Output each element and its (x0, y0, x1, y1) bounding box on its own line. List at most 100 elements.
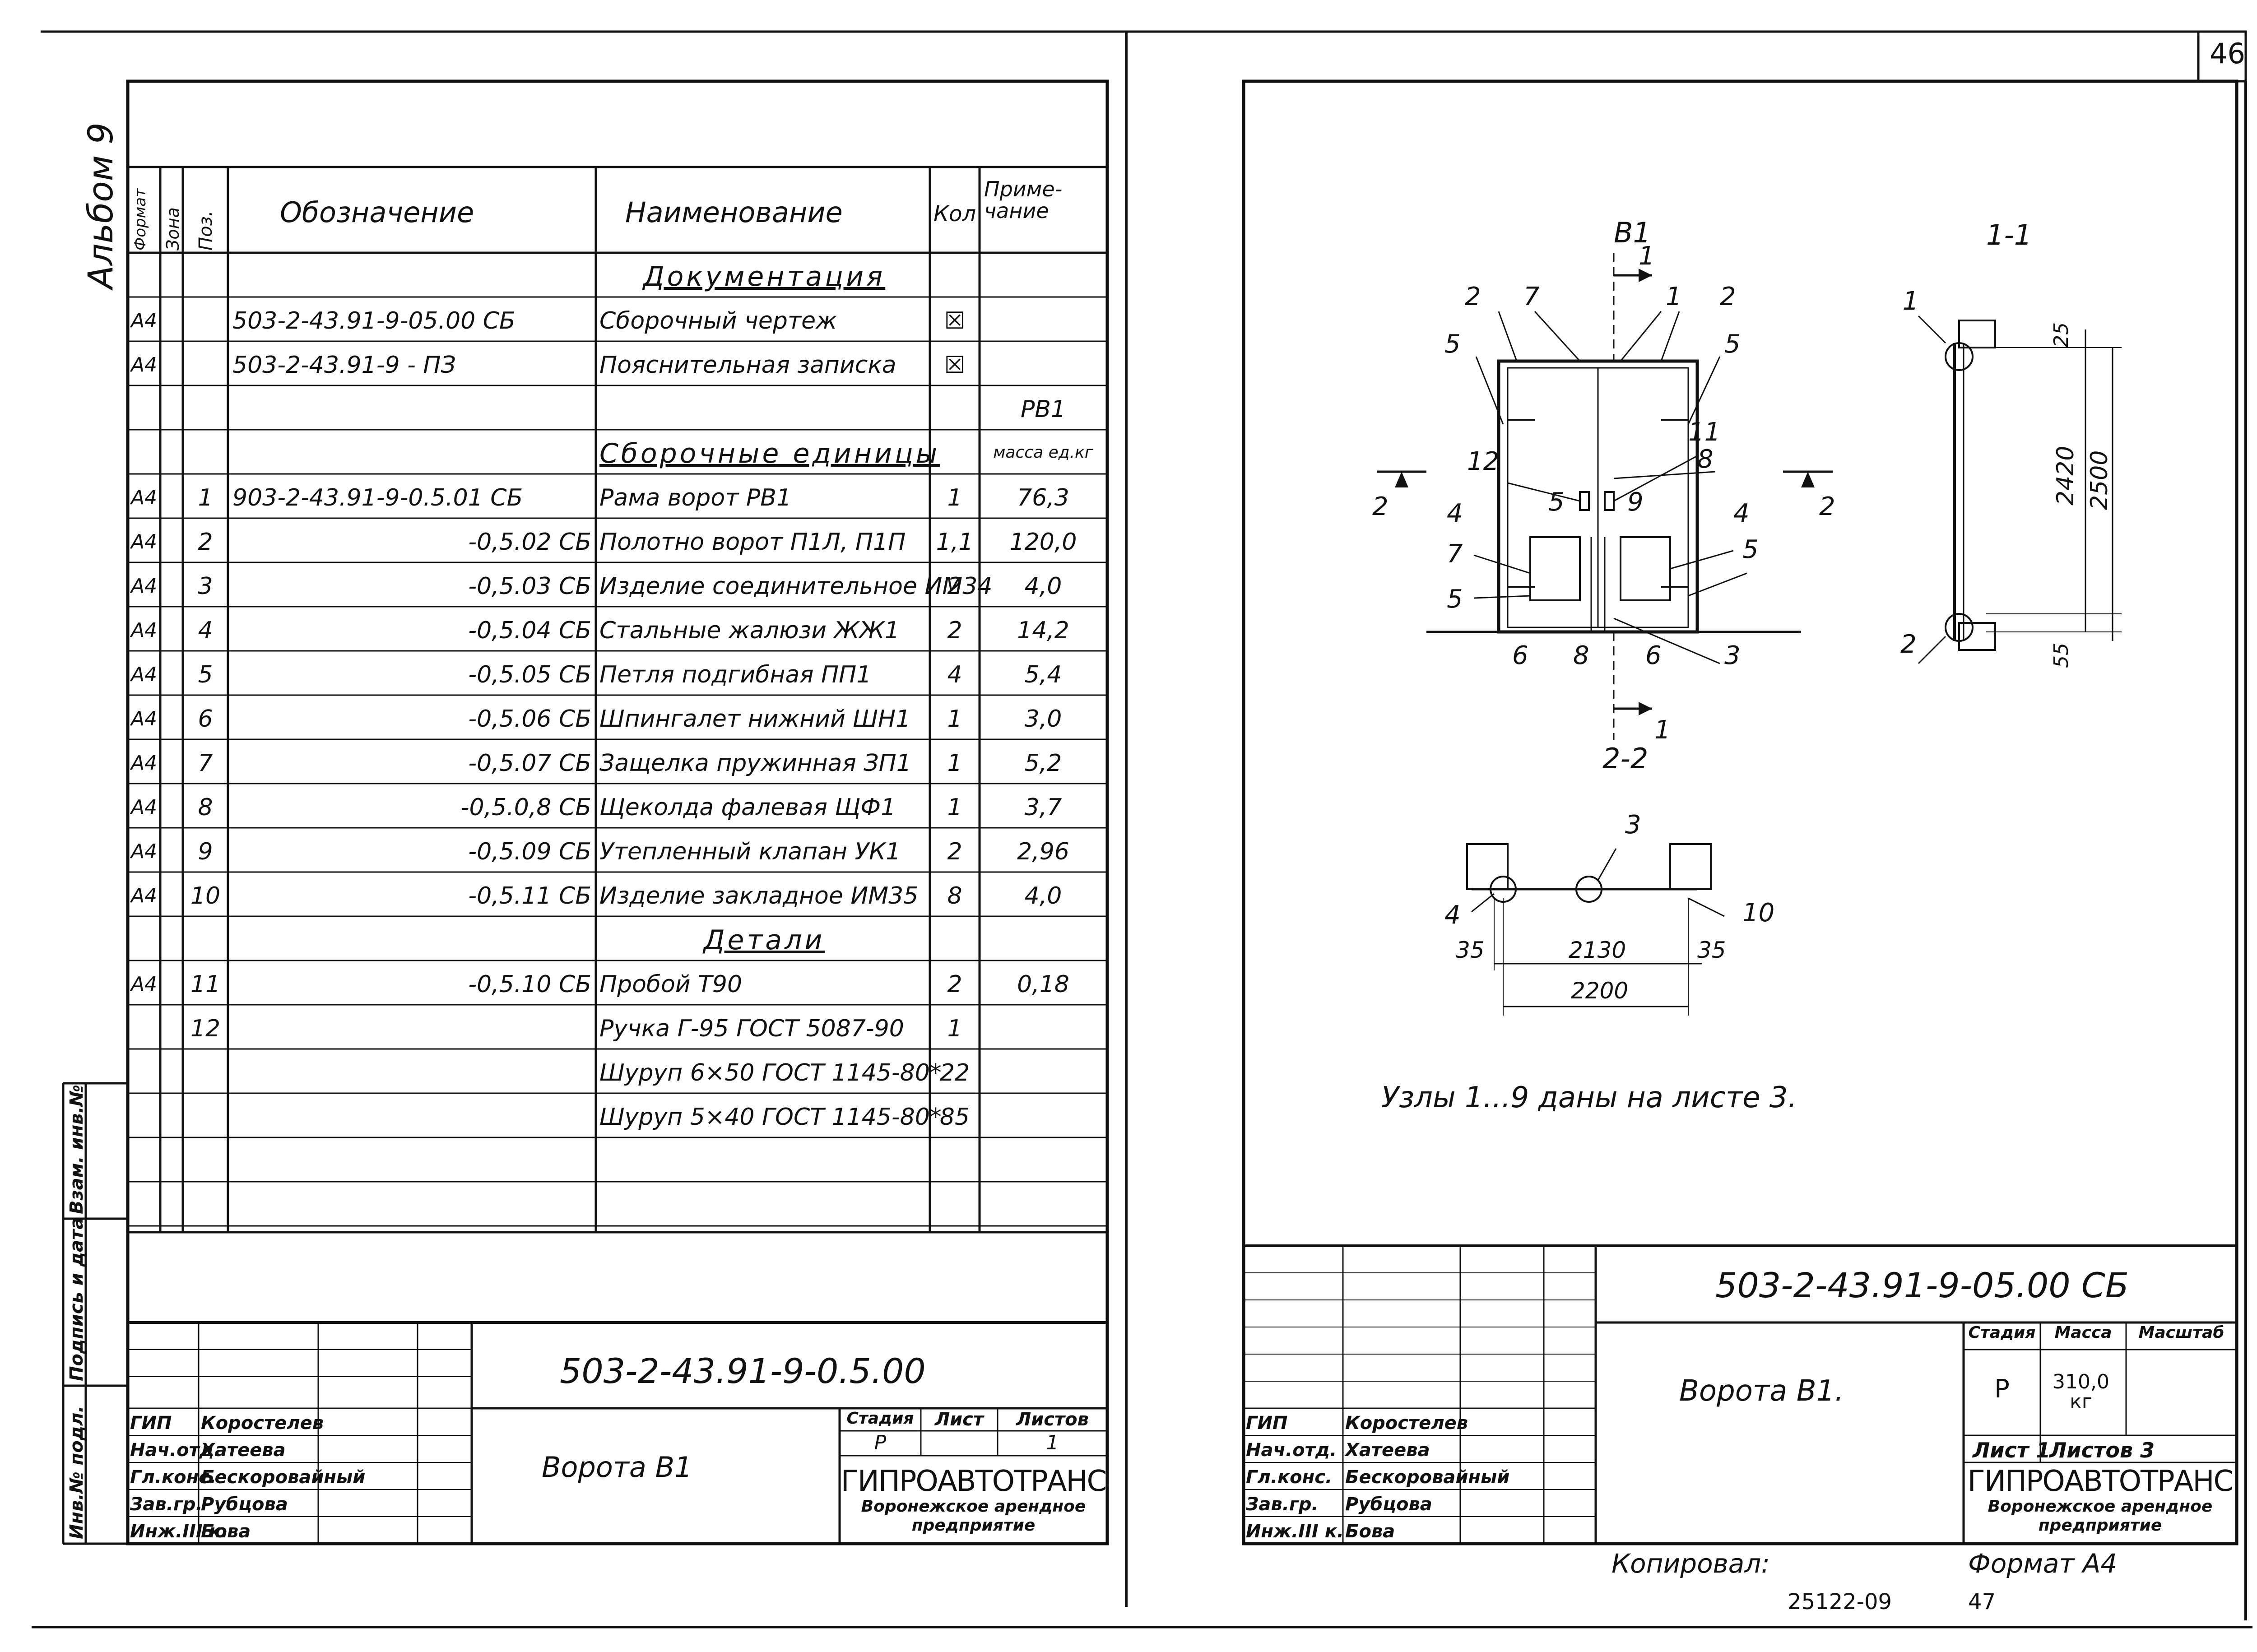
spec-cell-fmt: А4 (131, 486, 158, 509)
signature-name: Хатеева (1345, 1440, 1430, 1461)
spec-cell-note: РВ1 (1020, 396, 1066, 423)
spec-cell-des: -0,5.03 СБ (468, 573, 591, 600)
callout-5d: 5 (1742, 535, 1759, 564)
spec-cell-des: -0,5.05 СБ (468, 661, 591, 688)
dim-2420: 2420 (2052, 445, 2079, 506)
callout-5b: 5 (1724, 329, 1741, 359)
right-doc-title: Ворота В1. (1679, 1374, 1844, 1408)
signature-role: Нач.отд. (1246, 1440, 1337, 1461)
dim-35a: 35 (1456, 937, 1485, 963)
left-stage-header: Стадия (846, 1409, 914, 1428)
spec-cell-des: 503-2-43.91-9 - ПЗ (232, 352, 456, 379)
signature-name: Бова (1345, 1521, 1395, 1542)
spec-cell-note: 4,0 (1024, 573, 1062, 600)
signature-name: Коростелев (201, 1413, 324, 1434)
spec-cell-qty: ☒ (944, 352, 966, 379)
right-stage-header: Стадия (1968, 1323, 2036, 1342)
header-designation: Обозначение (280, 196, 474, 229)
view-11-label: 1-1 (1986, 218, 2032, 251)
left-sheets-header: Листов (1016, 1409, 1089, 1430)
spec-cell-note: 3,0 (1024, 705, 1062, 733)
spec-cell-name: Изделие закладное ИМ35 (599, 882, 919, 910)
spec-cell-name: Детали (703, 924, 825, 956)
spec-cell-note: 5,4 (1024, 661, 1062, 688)
spec-cell-fmt: А4 (131, 619, 158, 642)
spec-cell-des: -0,5.06 СБ (468, 705, 591, 733)
spec-cell-pos: 9 (198, 838, 213, 865)
spec-cell-name: Утепленный клапан УК1 (599, 838, 901, 865)
left-sheets: 1 (1046, 1431, 1059, 1454)
spec-cell-name: Шуруп 5×40 ГОСТ 1145-80* (599, 1104, 942, 1131)
signature-name: Бескоровайный (201, 1467, 366, 1488)
callout-9: 9 (1627, 487, 1644, 517)
spec-cell-note: 4,0 (1024, 882, 1062, 910)
spec-cell-qty: 1 (947, 750, 962, 777)
header-format: Формат (131, 188, 149, 251)
spec-cell-note: 5,2 (1024, 750, 1062, 777)
spec-cell-qty: 1 (947, 1015, 962, 1042)
callout-5a: 5 (1444, 329, 1461, 359)
spec-cell-name: Пояснительная записка (599, 352, 896, 379)
left-org-2: Воронежское арендное (861, 1497, 1086, 1516)
left-org-1: ГИПРОАВТОТРАНС (841, 1465, 1107, 1498)
spec-cell-note: 76,3 (1017, 484, 1069, 511)
spec-cell-fmt: А4 (131, 663, 158, 686)
spec-cell-pos: 2 (198, 529, 213, 556)
spec-cell-pos: 6 (198, 705, 213, 733)
spec-cell-name: Шуруп 6×50 ГОСТ 1145-80* (599, 1059, 942, 1086)
side-stamp-podp: Подпись и дата (66, 1217, 87, 1381)
signature-role: Инж.III к. (130, 1521, 228, 1542)
spec-cell-qty: 85 (939, 1104, 970, 1131)
right-doc-code: 503-2-43.91-9-05.00 СБ (1715, 1265, 2129, 1305)
spec-cell-name: Петля подгибная ПП1 (599, 661, 872, 688)
spec-cell-fmt: А4 (131, 309, 158, 332)
spec-cell-name: Ручка Г-95 ГОСТ 5087-90 (599, 1015, 904, 1042)
spec-cell-des: 503-2-43.91-9-05.00 СБ (232, 307, 515, 334)
callout-4-plan: 4 (1444, 900, 1461, 930)
dim-2130: 2130 (1569, 937, 1626, 963)
spec-cell-pos: 12 (190, 1015, 221, 1042)
spec-cell-des: -0,5.07 СБ (468, 750, 591, 777)
right-mass: 310,0 кг (2053, 1370, 2109, 1413)
spec-cell-name: Шпингалет нижний ШН1 (599, 705, 911, 733)
spec-cell-pos: 1 (198, 484, 213, 511)
right-stage: Р (1994, 1374, 2010, 1404)
spec-cell-fmt: А4 (131, 884, 158, 907)
signature-role: Инж.III к. (1246, 1521, 1344, 1542)
spec-cell-qty: 2 (947, 838, 962, 865)
signature-name: Рубцова (1345, 1494, 1432, 1515)
spec-cell-name: Щеколда фалевая ЩФ1 (599, 794, 896, 821)
signature-role: ГИП (130, 1413, 172, 1434)
callout-3-plan: 3 (1625, 810, 1641, 840)
header-note: Приме- чание (984, 177, 1063, 223)
signature-role: Гл.конс. (1246, 1467, 1333, 1488)
section-2-left: 2 (1372, 492, 1389, 521)
spec-cell-note: 14,2 (1017, 617, 1069, 644)
spec-cell-name: Документация (643, 261, 886, 292)
signature-role: Гл.конс. (130, 1467, 217, 1488)
left-doc-title: Ворота В1 (542, 1451, 692, 1484)
right-org-1: ГИПРОАВТОТРАНС (1967, 1465, 2234, 1498)
signature-role: ГИП (1246, 1413, 1288, 1434)
spec-cell-pos: 7 (198, 750, 213, 777)
header-qty: Кол (933, 201, 976, 227)
spec-cell-fmt: А4 (131, 530, 158, 553)
spec-cell-qty: 2 (947, 971, 962, 998)
spec-cell-note: 0,18 (1017, 971, 1069, 998)
spec-cell-pos: 11 (190, 971, 221, 998)
right-org-2: Воронежское арендное (1988, 1497, 2213, 1516)
right-sheet: Лист 1 (1973, 1438, 2051, 1462)
left-doc-code: 503-2-43.91-9-0.5.00 (560, 1351, 926, 1391)
spec-cell-note: 2,96 (1017, 838, 1069, 865)
drawing-note: Узлы 1...9 даны на листе 3. (1381, 1081, 1797, 1114)
spec-cell-name: Сборочный чертеж (599, 307, 837, 334)
callout-4a: 4 (1447, 499, 1463, 528)
callout-3a: 3 (1724, 641, 1741, 670)
spec-cell-pos: 10 (190, 882, 221, 910)
dim-35b: 35 (1697, 937, 1726, 963)
side-stamp-vzam: Взам. инв.№ (66, 1085, 87, 1214)
left-sheet-header: Лист (934, 1409, 984, 1430)
spec-cell-qty: 2 (947, 617, 962, 644)
